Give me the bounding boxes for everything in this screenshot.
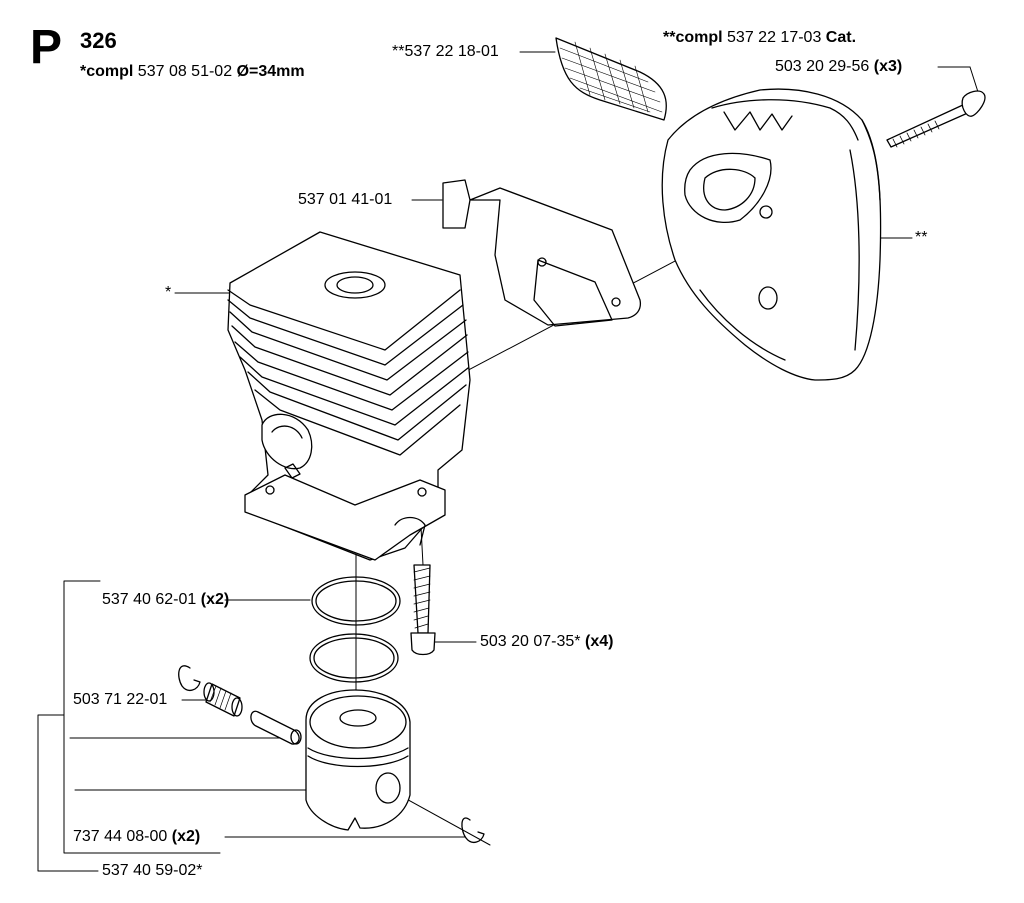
muffler <box>661 88 882 381</box>
muffler-kit-suffix: Cat. <box>825 29 857 46</box>
label-circlips: 737 44 08-00 (x2) <box>73 829 200 845</box>
circlips-qty: (x2) <box>171 828 201 845</box>
muffler-kit-caption: **compl 537 22 17-03 Cat. <box>663 30 856 46</box>
label-cylinder-bolt: 503 20 07-35* (x4) <box>480 634 613 650</box>
cylinder-kit-caption: *compl 537 08 51-02 Ø=34mm <box>80 64 305 80</box>
circlip-upper <box>178 665 201 692</box>
cylinder-kit-prefix: *compl <box>80 63 134 80</box>
cylinder <box>227 231 471 561</box>
piston-rings-qty: (x2) <box>200 591 230 608</box>
cylinder-bolt-part: 503 20 07-35* <box>480 633 581 650</box>
circlips-part: 737 44 08-00 <box>73 828 168 845</box>
cylinder-bolt-qty: (x4) <box>584 633 614 650</box>
circlip-lower <box>461 817 485 844</box>
muffler-bolt-part: 503 20 29-56 <box>775 58 870 75</box>
model-number: 326 <box>80 28 117 53</box>
label-cylinder: * <box>165 284 172 301</box>
muffler-bolt <box>886 90 986 148</box>
section-letter: P <box>30 21 63 74</box>
muffler-kit-part: 537 22 17-03 <box>727 29 822 46</box>
label-piston-rings: 537 40 62-01 (x2) <box>102 592 229 608</box>
piston-pin <box>250 710 302 745</box>
label-muffler: ** <box>915 229 928 246</box>
label-bracket: 537 01 41-01 <box>298 191 393 208</box>
label-screen: **537 22 18-01 <box>392 43 499 60</box>
muffler-kit-prefix: **compl <box>663 29 723 46</box>
muffler-bolt-qty: (x3) <box>873 58 903 75</box>
label-piston-kit: 537 40 59-02* <box>102 862 203 879</box>
spark-arrestor-screen <box>555 37 667 121</box>
cylinder-diameter: Ø=34mm <box>236 63 305 80</box>
cylinder-kit-part: 537 08 51-02 <box>137 63 233 80</box>
needle-bearing <box>203 682 243 717</box>
piston <box>305 689 411 831</box>
piston-rings <box>309 576 401 683</box>
label-muffler-bolt: 503 20 29-56 (x3) <box>775 59 902 75</box>
cylinder-bolt <box>410 564 436 656</box>
piston-rings-part: 537 40 62-01 <box>102 591 197 608</box>
heat-shield-bracket <box>442 179 642 327</box>
label-needle-bearing: 503 71 22-01 <box>73 691 168 708</box>
